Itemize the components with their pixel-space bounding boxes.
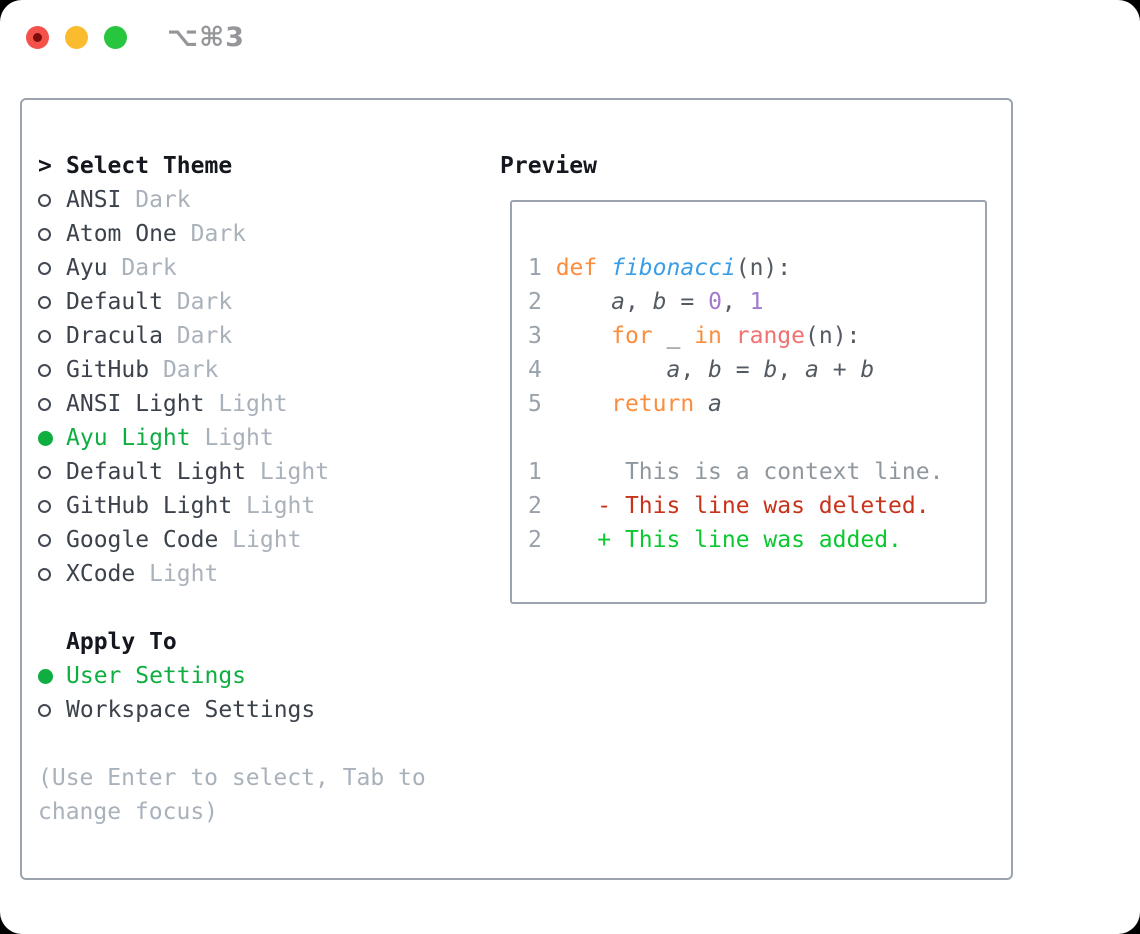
radio-selected-icon [38,430,53,446]
apply-to-header: Apply To [38,625,426,659]
code-line: 2 a, b = 0, 1 [528,289,764,315]
radio-icon [38,567,51,581]
radio-icon [38,295,51,309]
radio-icon [38,193,51,207]
option-label: User Settings [66,663,247,689]
option-variant-label: Dark [162,289,233,315]
focus-arrow-icon: > [38,153,52,179]
close-icon[interactable] [26,25,49,49]
option-variant-label: Dark [162,323,233,349]
code-line [528,421,943,455]
option-label: GitHub Light [66,493,233,519]
help-text-line-2: change focus) [38,799,219,825]
radio-icon [38,227,51,241]
preview-pane: 1 def fibonacci(n): 2 a, b = 0, 1 3 for _ … [510,200,987,604]
option-variant-label: Light [246,459,330,485]
code-line: 5 return a [528,391,722,417]
theme-option[interactable]: ANSI Light Light [38,387,426,421]
option-variant-label: Light [204,391,288,417]
option-label: Workspace Settings [66,697,316,723]
theme-option[interactable]: ANSI Dark [38,183,426,217]
theme-option[interactable]: GitHub Light Light [38,489,426,523]
apply-to-title: Apply To [66,629,177,655]
option-label: Default [66,289,163,315]
option-label: XCode [66,561,136,587]
option-label: Default Light [66,459,247,485]
spacer [38,591,426,625]
code-line: 2 - This line was deleted. [528,493,930,519]
apply-option[interactable]: User Settings [38,659,426,693]
code-line: 1 def fibonacci(n): [528,255,792,281]
option-variant-label: Light [190,425,274,451]
preview-title: Preview [500,153,597,179]
option-variant-label: Light [135,561,219,587]
option-label: Ayu Light [66,425,191,451]
theme-option[interactable]: Google Code Light [38,523,426,557]
option-label: Ayu [66,255,108,281]
zoom-icon[interactable] [104,25,127,49]
radio-icon [38,363,51,377]
minimize-icon[interactable] [65,25,88,49]
spacer [38,727,426,761]
option-label: Dracula [66,323,163,349]
theme-option[interactable]: Dracula Dark [38,319,426,353]
radio-selected-icon [38,668,53,684]
radio-icon [38,465,51,479]
theme-list-header: > Select Theme [38,149,426,183]
option-variant-label: Light [232,493,316,519]
option-label: Google Code [66,527,219,553]
option-variant-label: Light [218,527,302,553]
option-variant-label: Dark [107,255,177,281]
theme-option[interactable]: GitHub Dark [38,353,426,387]
theme-option[interactable]: Ayu Light Light [38,421,426,455]
option-variant-label: Dark [149,357,219,383]
window-shortcut-label: ⌥⌘3 [167,21,245,53]
help-text-line-1: (Use Enter to select, Tab to [38,765,426,791]
code-line: 4 a, b = b, a + b [528,357,875,383]
code-line: 1 This is a context line. [528,459,944,485]
option-label: Atom One [66,221,177,247]
radio-icon [38,329,51,343]
theme-option[interactable]: Atom One Dark [38,217,426,251]
code-line: 3 for _ in range(n): [528,323,861,349]
radio-icon [38,499,51,513]
theme-option[interactable]: Ayu Dark [38,251,426,285]
theme-option[interactable]: Default Light Light [38,455,426,489]
preview-code: 1 def fibonacci(n): 2 a, b = 0, 1 3 for _ … [528,251,943,557]
option-label: GitHub [66,357,150,383]
apply-option[interactable]: Workspace Settings [38,693,426,727]
radio-icon [38,261,51,275]
option-label: ANSI Light [66,391,205,417]
theme-list-title: Select Theme [66,153,233,179]
theme-option[interactable]: Default Dark [38,285,426,319]
option-variant-label: Dark [121,187,191,213]
option-variant-label: Dark [176,221,247,247]
radio-icon [38,397,51,411]
theme-option[interactable]: XCode Light [38,557,426,591]
option-label: ANSI [66,187,122,213]
titlebar: ⌥⌘3 [0,0,1140,74]
code-line: 2 + This line was added. [528,527,902,553]
radio-icon [38,703,51,717]
radio-icon [38,533,51,547]
